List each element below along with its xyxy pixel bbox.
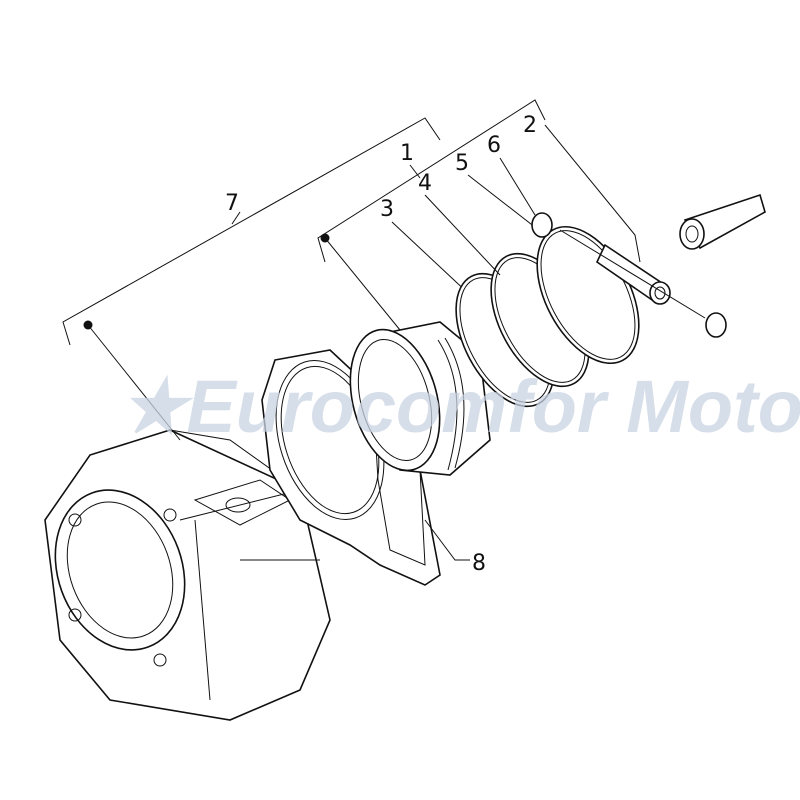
bullet-icon <box>83 320 93 330</box>
bracket-1 <box>317 99 546 263</box>
leader-4 <box>424 194 501 276</box>
pin-axis <box>559 229 706 319</box>
callout-2: 2 <box>523 113 537 138</box>
leader-8 <box>424 519 470 561</box>
callout-7: 7 <box>225 191 239 216</box>
cylinder-block <box>44 429 331 721</box>
watermark: ★Eurocomfor Moto <box>120 365 800 448</box>
circlip-6 <box>531 212 553 238</box>
callout-4: 4 <box>418 171 432 196</box>
leader-3 <box>324 237 401 331</box>
leader-1 <box>409 164 421 179</box>
callout-8: 8 <box>472 551 486 576</box>
callout-1: 1 <box>400 141 414 166</box>
leader-2 <box>544 124 641 263</box>
piston <box>349 321 491 476</box>
bullet-icon <box>320 233 330 243</box>
callout-6: 6 <box>487 133 501 158</box>
circlip <box>705 312 727 338</box>
leader-6 <box>499 157 536 216</box>
connecting-rod <box>679 193 766 250</box>
leader-3-label <box>391 221 471 296</box>
leader-7 <box>231 211 241 225</box>
leader-cylinder <box>87 324 181 441</box>
callout-3: 3 <box>380 197 394 222</box>
bracket-7 <box>62 117 441 346</box>
callout-5: 5 <box>455 151 469 176</box>
